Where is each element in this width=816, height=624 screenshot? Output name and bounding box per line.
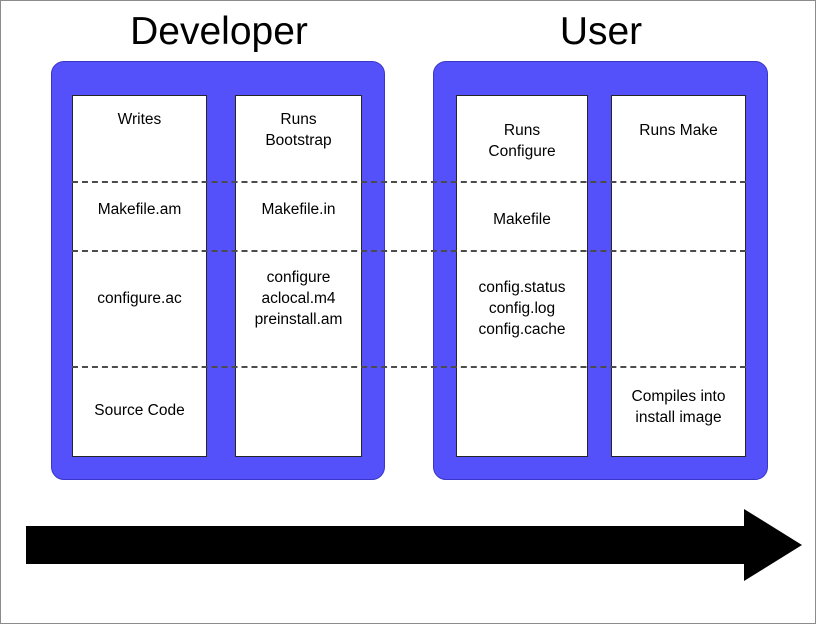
timeline-arrow [26,509,802,581]
cell-writes-stage4: Source Code [94,402,185,419]
cell-writes-stage2: Makefile.am [97,201,182,218]
cell-configure-stage3: config.status config.log config.cache [478,279,566,338]
column-writes[interactable] [72,95,207,457]
cell-writes-stage3: configure.ac [97,290,182,307]
column-runs-make[interactable] [611,95,746,457]
stage-divider-1 [72,181,746,183]
column-runs-configure[interactable] [456,95,588,457]
cell-make-stage4: Compiles into install image [631,388,726,426]
stage-divider-2 [72,250,746,252]
cell-writes-stage1: Writes [117,111,162,128]
column-runs-bootstrap[interactable] [235,95,362,457]
cell-make-stage1: Runs Make [639,122,718,139]
cell-configure-stage1: Runs Configure [488,122,556,160]
timeline-arrow-icon [26,509,802,581]
lane-title-developer: Developer [130,10,308,53]
cell-bootstrap-stage1: Runs Bootstrap [265,111,332,149]
stage-divider-3 [72,366,746,368]
cell-bootstrap-stage2: Makefile.in [261,201,336,218]
lane-title-user: User [559,10,643,53]
cell-configure-stage2: Makefile [493,211,551,228]
cell-bootstrap-stage3: configure aclocal.m4 preinstall.am [254,269,343,328]
